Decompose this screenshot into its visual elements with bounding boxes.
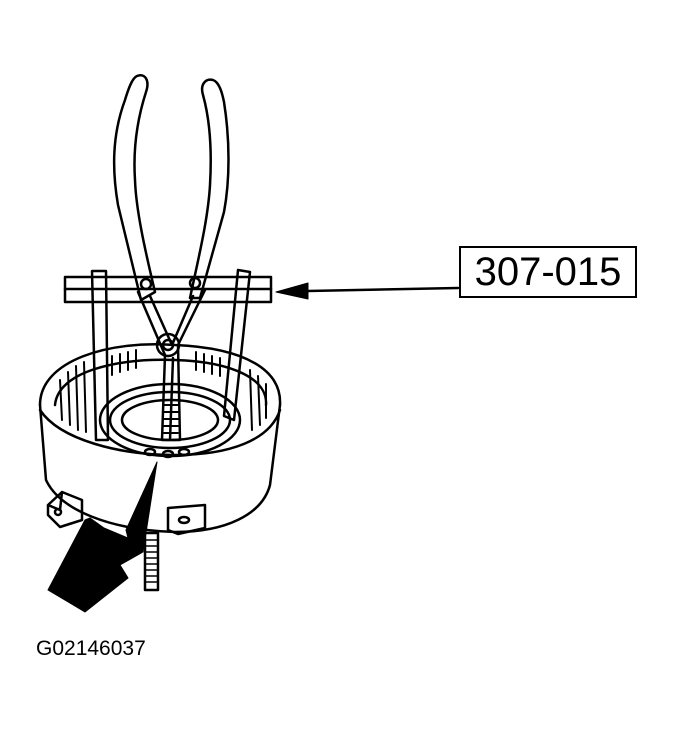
drum-hub-ring	[108, 390, 232, 450]
leader-arrowhead	[275, 282, 309, 300]
transmission-drum	[38, 343, 282, 592]
drum-splines	[59, 349, 267, 433]
tool-crossbar	[63, 275, 273, 304]
indicator-arrow	[47, 461, 158, 613]
figure-id: G02146037	[36, 637, 146, 660]
plier-jaw-right	[170, 288, 207, 442]
drum-outer-rim	[38, 343, 282, 407]
drum-inner-rim	[53, 358, 268, 407]
plier-left-handle	[112, 74, 157, 302]
tool-right-leg	[222, 268, 252, 422]
callout-leader	[275, 282, 460, 300]
callout-tool-number: 307-015	[474, 250, 622, 294]
drum-bolt	[143, 531, 160, 592]
drum-body	[38, 403, 282, 534]
tool-left-leg	[90, 269, 110, 442]
drum-tab-right	[166, 503, 207, 536]
plier-jaw-left	[136, 290, 175, 442]
plier-right-handle	[188, 78, 230, 300]
callout-label-box: 307-015	[459, 246, 637, 298]
pliers	[112, 74, 230, 442]
